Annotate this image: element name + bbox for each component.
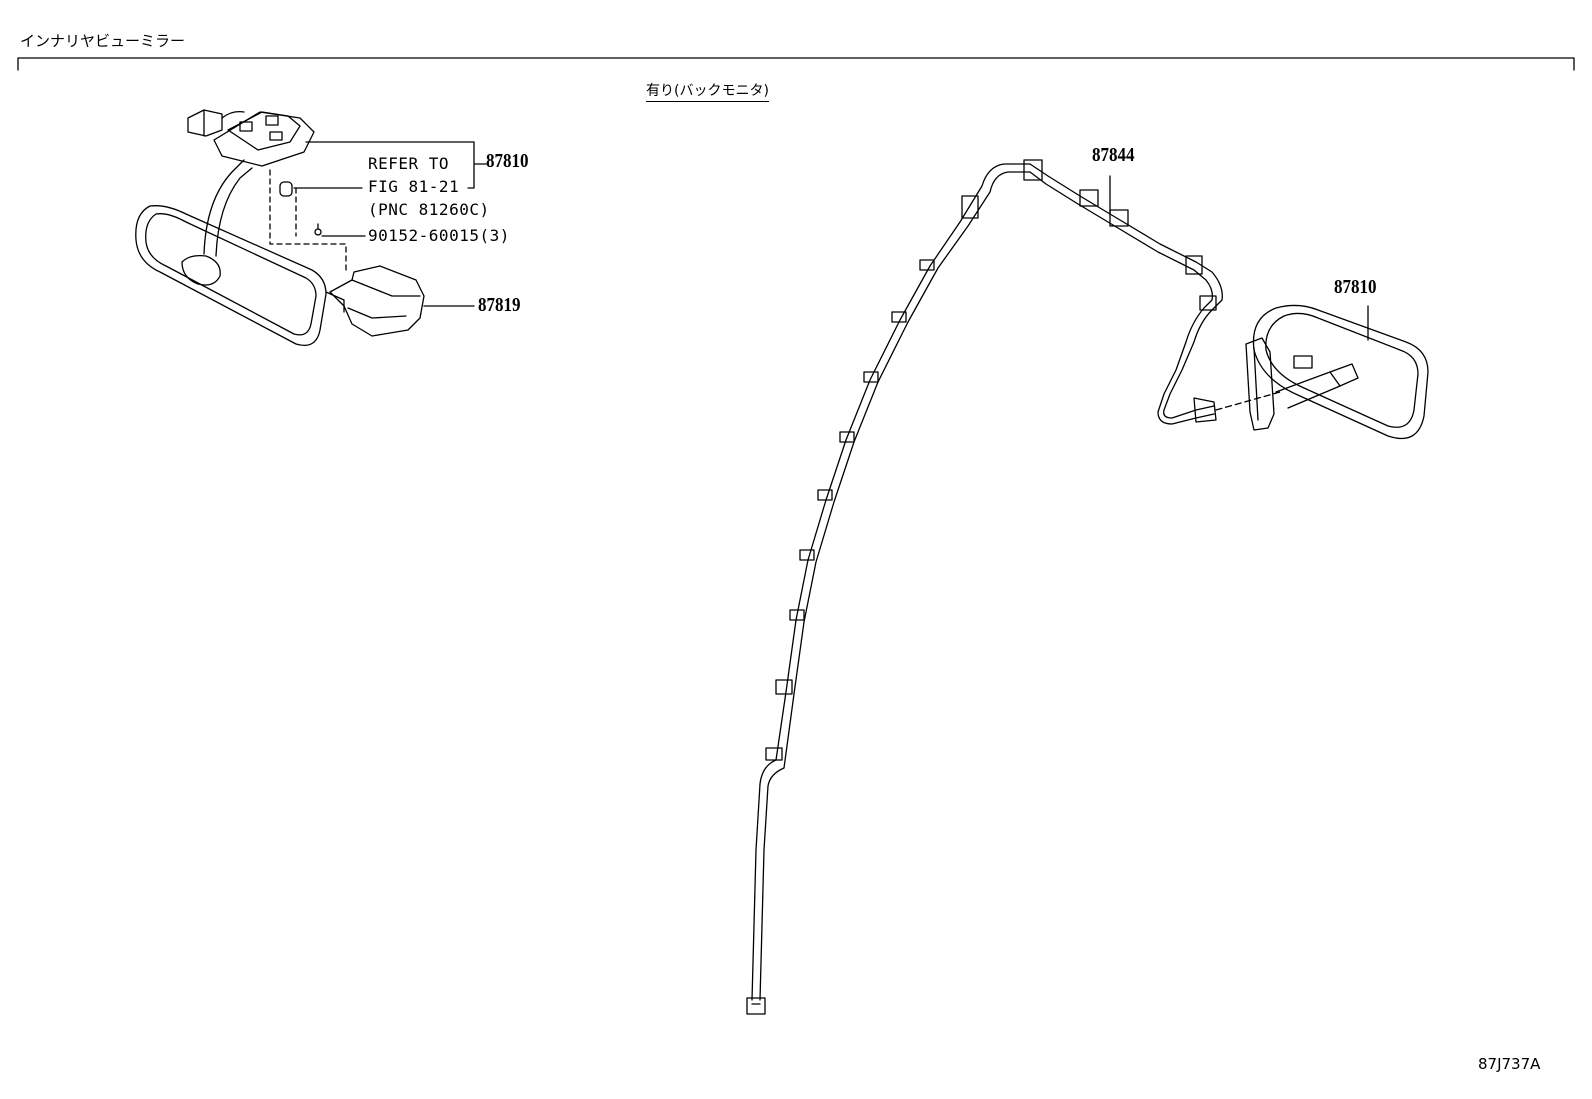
wire-harness-87844-drawing [746,159,1223,1015]
refer-line-3: (PNC 81260C) [368,200,490,219]
part-number-87844: 87844 [1092,144,1135,166]
leader-87810-left [305,141,487,189]
inner-mirror-right-drawing [1245,304,1429,440]
section-frame [17,57,1575,71]
part-number-90152: 90152-60015(3) [368,226,510,245]
variant-label: 有り(バックモニタ) [646,80,769,102]
part-number-87810-left: 87810 [486,150,529,172]
inner-mirror-left-drawing [135,109,425,347]
part-number-87819: 87819 [478,294,521,316]
refer-line-2: FIG 81-21 [368,177,460,196]
section-title: インナリヤビューミラー [20,32,186,50]
refer-line-1: REFER TO [368,154,450,173]
part-number-87810-right: 87810 [1334,276,1377,298]
illustration-id: 87J737A [1478,1055,1541,1073]
